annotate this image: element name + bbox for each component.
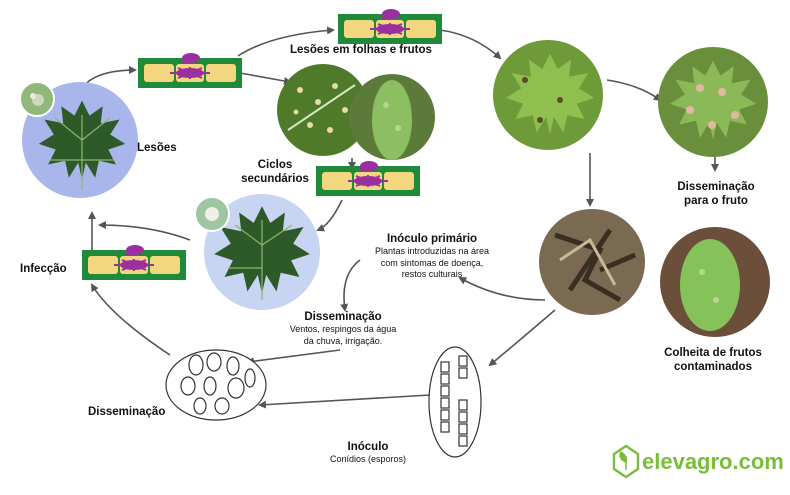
leaf-photo-circle-1: [493, 40, 603, 150]
lesoes-zoom-circle: [19, 81, 55, 117]
crop-debris-circle: [539, 209, 645, 315]
label-infeccao: Infecção: [20, 263, 67, 275]
tissue-diagram-top: [337, 8, 443, 45]
disseminacao-center-title: Disseminação: [304, 311, 382, 323]
conidia-ellipse-left: [165, 349, 267, 421]
inoculo-primario-line3: restos culturais: [401, 268, 463, 279]
disseminacao-fruto-line1: Disseminação: [677, 181, 755, 193]
arrow-spores-to-ellipse: [258, 394, 431, 409]
label-ciclos-line2: secundários: [241, 173, 309, 186]
disseminacao-fruto-line2: para o fruto: [684, 195, 748, 208]
inoculo-primario-line2: com sintomas de doença,: [380, 257, 484, 268]
tissue-diagram-ciclos: [315, 160, 421, 197]
inoculo-primario-title: Inóculo primário: [386, 233, 478, 245]
tissue-diagram-infeccao: [81, 244, 187, 281]
disseminacao-center-line2: da chuva, irrigação.: [303, 335, 383, 346]
label-lesoes: Lesões: [137, 142, 177, 154]
label-ciclos-secundarios: Ciclos secundários: [240, 158, 310, 187]
lesions-photo-circle: [277, 64, 369, 156]
arrow-ciclos-to-leaf: [316, 199, 343, 232]
infected-leaf-circle: [204, 194, 320, 310]
arrow-tissue-to-photo: [239, 72, 292, 85]
lesoes-leaf-circle: [22, 82, 138, 198]
label-disseminacao-left: Disseminação: [88, 406, 166, 418]
arrow-leaf2-to-lesoes: [98, 221, 191, 241]
arrow-disseminacao-to-ellipse: [246, 349, 341, 366]
disseminacao-center-line1: Ventos, respingos da água: [289, 324, 397, 335]
colheita-line2: contaminados: [674, 361, 752, 374]
label-colheita: Colheita de frutos contaminados: [655, 346, 771, 375]
arrow-tissue-to-top: [237, 26, 335, 57]
arrow-ellipse-to-infeccao: [90, 283, 171, 356]
elevagro-logo-icon: [612, 444, 640, 479]
inoculo-primario-line1: Plantas introduzidas na área: [374, 246, 490, 257]
harvest-fruit-circle: [660, 227, 770, 337]
colheita-line1: Colheita de frutos: [664, 347, 762, 359]
elevagro-logo-text[interactable]: elevagro.com: [642, 449, 784, 474]
arrow-debris-to-spores: [488, 309, 556, 367]
label-lesoes-folhas-frutos: Lesões em folhas e frutos: [290, 44, 432, 56]
infected-leaf-zoom-circle: [194, 196, 230, 232]
arrow-leaf-to-leaf: [606, 79, 662, 102]
inoculo-sub: Conídios (esporos): [329, 454, 407, 465]
label-inoculo-primario: Inóculo primário Plantas introduzidas na…: [364, 232, 500, 280]
cycle-arrows: [81, 26, 719, 409]
label-disseminacao-fruto: Disseminação para o fruto: [668, 180, 764, 209]
inoculo-title: Inóculo: [347, 441, 389, 453]
arrow-top-to-leaf: [439, 29, 502, 60]
label-ciclos-line1: Ciclos: [257, 159, 293, 171]
label-inoculo: Inóculo Conídios (esporos): [318, 440, 418, 466]
label-disseminacao-center: Disseminação Ventos, respingos da água d…: [280, 310, 406, 347]
arrow-inoculo-to-disseminacao: [340, 259, 361, 312]
fruit-photo-circle: [349, 74, 435, 160]
tissue-diagram-lesoes: [137, 52, 243, 89]
leaf-photo-circle-2: [658, 47, 768, 157]
conidia-chain-ellipse: [428, 346, 482, 458]
arrow-debris-to-inoculo: [458, 277, 546, 301]
